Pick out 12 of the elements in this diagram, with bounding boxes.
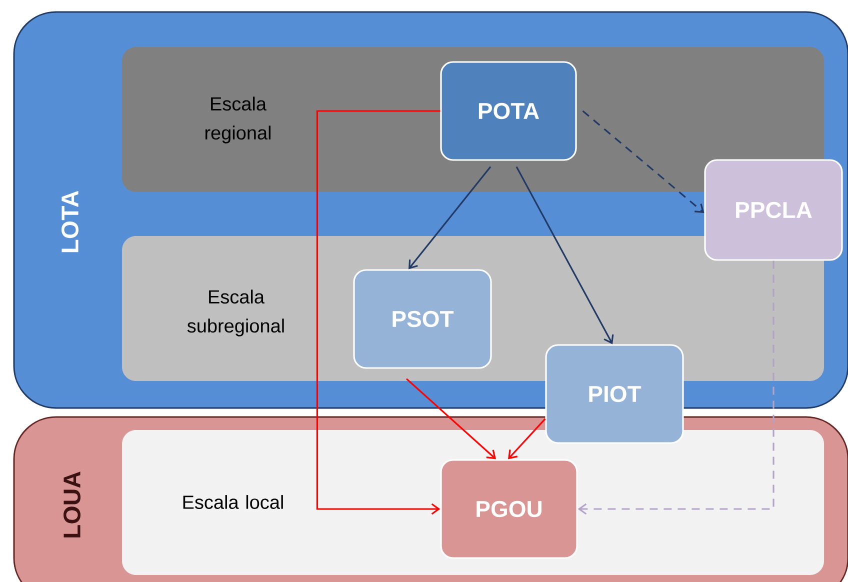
arrow <box>406 378 496 460</box>
plan-box: POTA <box>440 61 577 161</box>
plan-box: PSOT <box>353 269 492 369</box>
arrow <box>508 418 546 460</box>
arrow <box>582 110 704 213</box>
arrow <box>316 110 440 515</box>
plan-box: PIOT <box>545 344 684 444</box>
arrow <box>578 260 774 515</box>
plan-box: PGOU <box>440 459 578 559</box>
arrow <box>516 166 614 344</box>
arrow <box>408 166 492 270</box>
plan-box: PPCLA <box>704 159 843 261</box>
